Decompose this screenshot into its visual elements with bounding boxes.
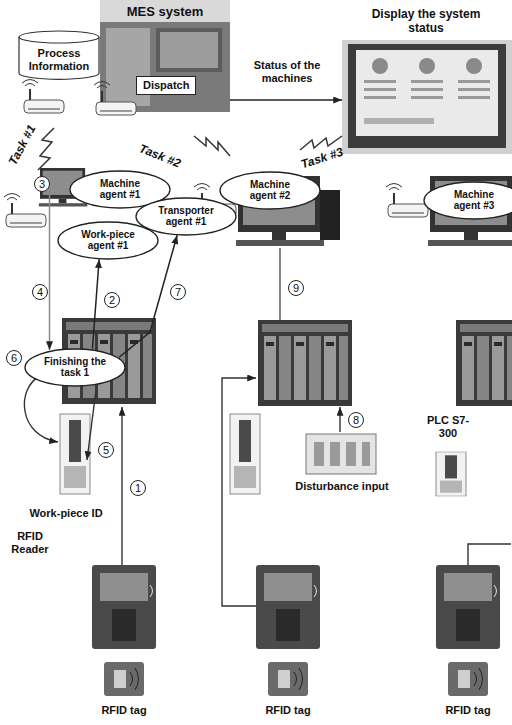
task-label: Task #1 bbox=[6, 122, 39, 167]
node-text: PLC S7-300 bbox=[422, 414, 474, 439]
callout-number: 4 bbox=[32, 284, 48, 300]
callout-number: 2 bbox=[104, 292, 120, 308]
part-label: RFID tag bbox=[101, 704, 146, 717]
node-text: Display the system status bbox=[361, 8, 491, 36]
connector-arrow bbox=[92, 259, 99, 348]
mes-system: MES systemProcess InformationDispatch bbox=[14, 2, 230, 114]
callout-number: 6 bbox=[6, 350, 22, 366]
node-text: Disturbance input bbox=[286, 480, 398, 493]
node-text: Machine agent #1 bbox=[87, 178, 153, 201]
database-cylinder: Process Information bbox=[18, 30, 100, 80]
callout-number: 5 bbox=[98, 442, 114, 458]
part-label: RFID Reader bbox=[2, 530, 58, 555]
edge-label: Status of the machines bbox=[238, 58, 336, 85]
disturbance-input: Disturbance input bbox=[286, 430, 398, 496]
node-text: Transporter agent #1 bbox=[153, 205, 219, 228]
process-box: Dispatch bbox=[136, 76, 196, 95]
node-text: Machine agent #2 bbox=[237, 179, 303, 202]
task-label: Task #2 bbox=[137, 141, 183, 170]
node-text: Finishing the task 1 bbox=[42, 356, 108, 379]
node-text: MES system bbox=[100, 5, 230, 20]
callout-number: 9 bbox=[288, 280, 304, 296]
task-ellipse: Finishing the task 1 bbox=[24, 348, 126, 387]
node-text: Process Information bbox=[20, 47, 98, 72]
display-screen: Display the system status bbox=[342, 6, 510, 40]
node-text: Work-piece agent #1 bbox=[75, 229, 141, 252]
connector-arrow bbox=[230, 99, 342, 101]
connector-arrow bbox=[50, 189, 70, 350]
callout-number: 1 bbox=[130, 480, 146, 496]
node-text: Dispatch bbox=[143, 79, 189, 92]
agent-ellipse: Machine agent #3 bbox=[423, 181, 512, 220]
agent-ellipse: Work-piece agent #1 bbox=[57, 221, 159, 260]
part-label: RFID tag bbox=[445, 704, 490, 717]
callout-number: 8 bbox=[348, 412, 364, 428]
callout-number: 7 bbox=[170, 284, 186, 300]
agent-ellipse: Machine agent #2 bbox=[219, 171, 321, 210]
callout-number: 3 bbox=[34, 176, 50, 192]
part-label: Work-piece ID bbox=[29, 507, 102, 520]
task-label: Task #3 bbox=[299, 145, 345, 172]
node-text: Machine agent #3 bbox=[441, 189, 507, 212]
part-label: RFID tag bbox=[265, 704, 310, 717]
plc-unit: PLC S7-300 bbox=[418, 318, 512, 442]
